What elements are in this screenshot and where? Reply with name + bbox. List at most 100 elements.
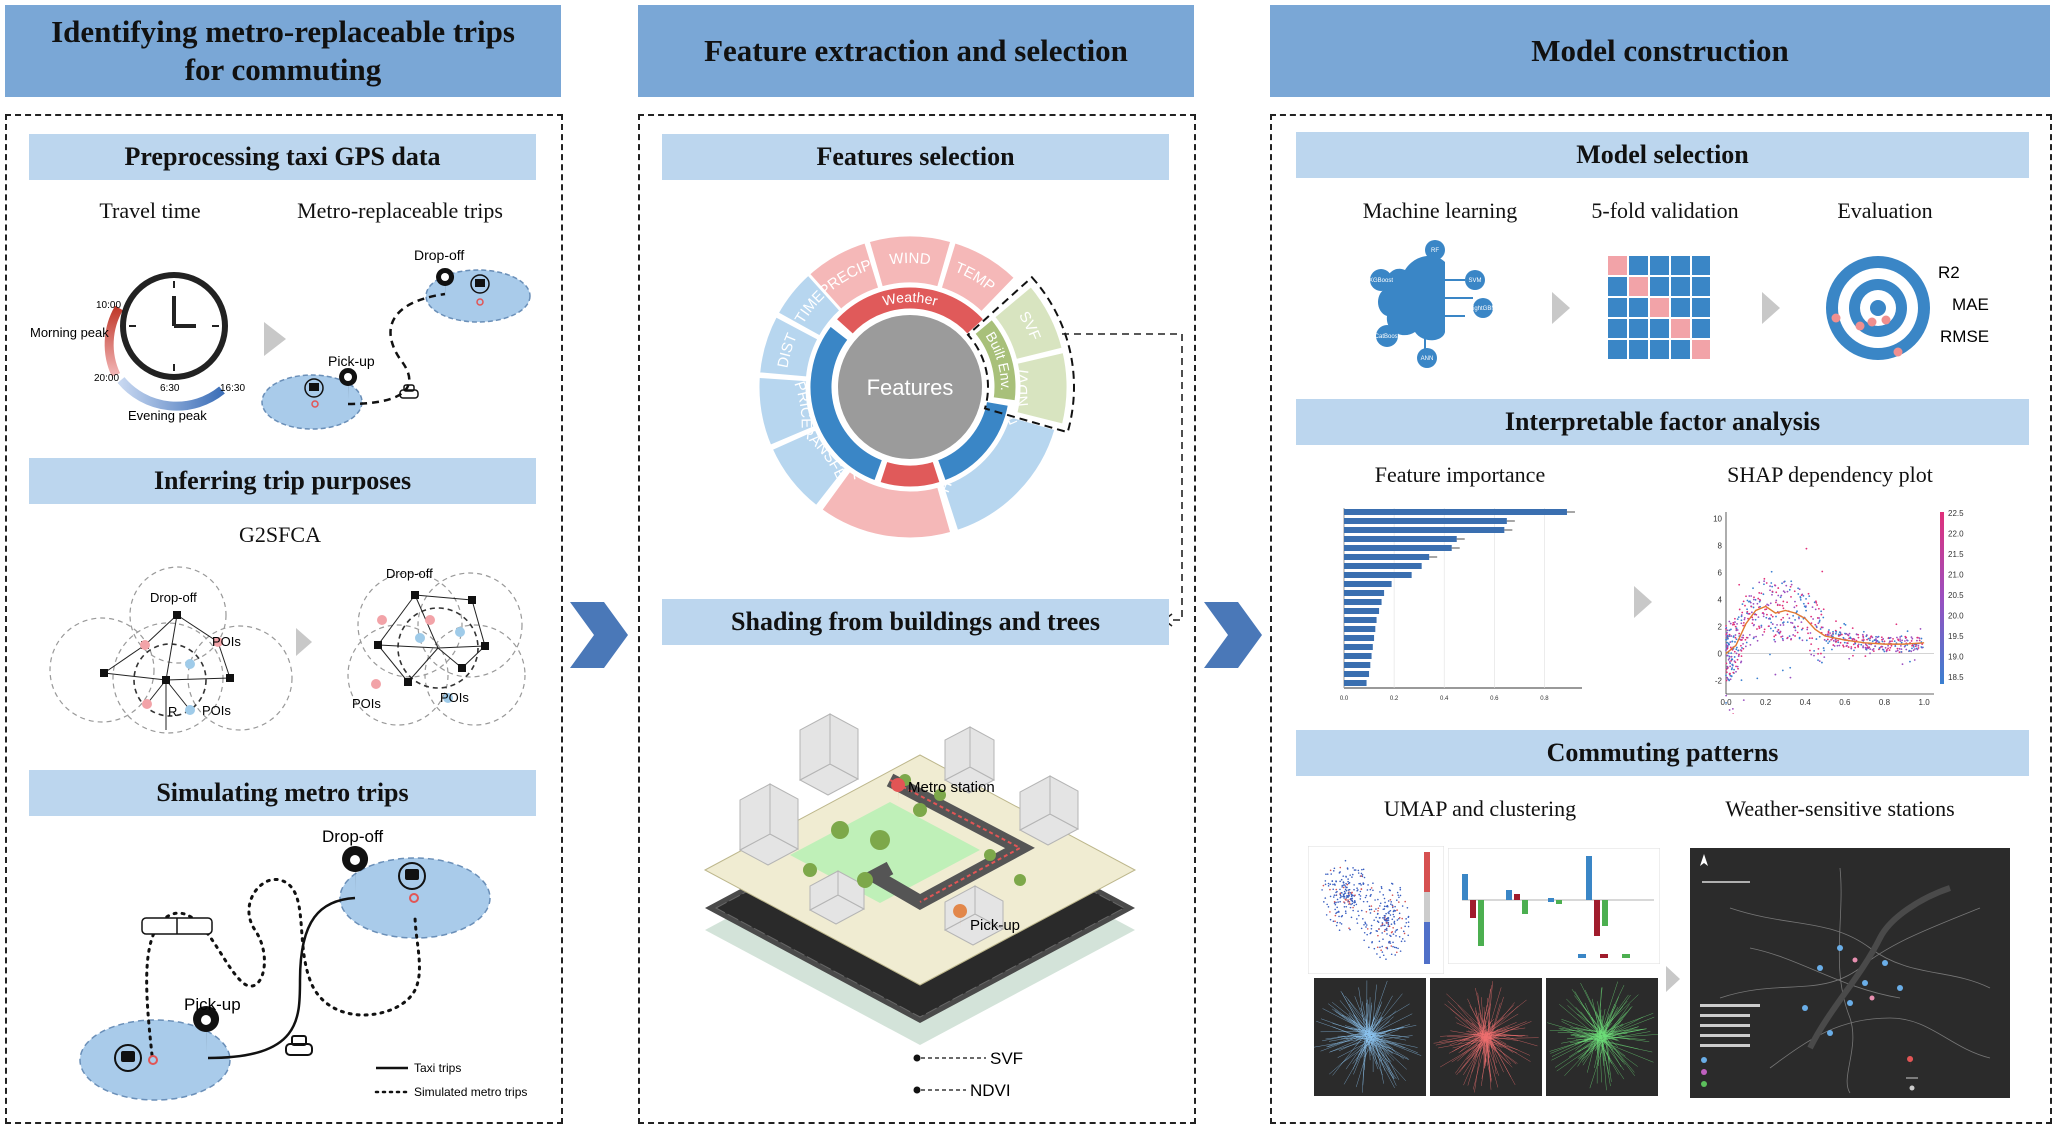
triangle-arrow-icon: [264, 322, 286, 356]
label-svm: SVM: [1468, 278, 1481, 284]
label-lightgbm: LightGBM: [1470, 306, 1497, 312]
shap-x-tick: 0.4: [1800, 698, 1812, 707]
metro-station-pin-icon: [891, 778, 906, 802]
shap-x-tick: 0.8: [1879, 698, 1891, 707]
segment-ndvi: NDVI: [1014, 368, 1032, 407]
fi-bar: [1344, 581, 1392, 587]
fi-bar: [1344, 671, 1370, 677]
fi-tick-label: 0.6: [1490, 696, 1499, 702]
weather-stations-map: [1690, 848, 2010, 1098]
g2sfca-diagram-b: Drop-off POIs POIs: [347, 566, 526, 726]
shap-y-tick: 4: [1718, 596, 1723, 605]
shap-points: [1725, 547, 1924, 714]
fi-bar: [1344, 608, 1380, 614]
label-pick-up: Pick-up: [970, 917, 1020, 934]
colorbar-tick: 22.0: [1948, 530, 1964, 539]
fi-bar: [1344, 635, 1375, 641]
label-pick-up: Pick-up: [184, 995, 241, 1014]
wheel-center-label: Features: [867, 375, 954, 400]
label-pick-up: Pick-up: [328, 353, 375, 369]
label-machine-learning: Machine learning: [1362, 198, 1518, 223]
dropoff-pin-icon: [436, 268, 455, 300]
machine-learning-brain-icon: RF SVM LightGBM ANN CatBoost XGBoost: [1369, 240, 1497, 368]
legend-simulated-metro: Simulated metro trips: [414, 1085, 527, 1099]
cluster-map-red: [1430, 978, 1542, 1096]
label-20-00: 20:00: [94, 373, 119, 384]
label-rf: RF: [1431, 248, 1439, 254]
shap-trend-line: [1725, 605, 1925, 655]
segment-wind: WIND: [889, 250, 932, 269]
triangle-arrow-icon: [296, 628, 312, 656]
shap-colorbar: [1940, 512, 1944, 684]
fi-tick-label: 0.2: [1390, 696, 1399, 702]
column-title: Feature extraction and selection: [704, 33, 1128, 68]
column-title-line2: for commuting: [184, 52, 382, 87]
section-interpretable: Interpretable factor analysis: [1296, 399, 2029, 445]
label-shap-dependency: SHAP dependency plot: [1727, 462, 1933, 487]
label-catboost: CatBoost: [1375, 334, 1400, 340]
fi-bar: [1344, 509, 1567, 515]
colorbar-tick: 20.0: [1948, 612, 1964, 621]
shap-y-tick: -2: [1715, 677, 1723, 686]
metro-simulation-illustration: Drop-off Pick-up Taxi trips Simulated me…: [79, 827, 527, 1101]
shap-y-tick: 2: [1718, 623, 1723, 632]
fi-bar: [1344, 617, 1377, 623]
label-xgboost: XGBoost: [1369, 278, 1393, 284]
fi-bar: [1344, 518, 1507, 524]
metric-mae: MAE: [1952, 295, 1989, 314]
label-ndvi: NDVI: [970, 1081, 1011, 1100]
shap-y-tick: 0: [1718, 650, 1723, 659]
features-wheel: PRECIPWINDTEMPSVFNDVIHOUSE PRICERIDERSHI…: [750, 222, 1075, 541]
cluster-bar-thumbnail: [1448, 848, 1660, 964]
shap-x-tick: 0.2: [1760, 698, 1772, 707]
label-metro-replaceable: Metro-replaceable trips: [297, 198, 503, 223]
label-drop-off: Drop-off: [386, 566, 433, 581]
city-3d-illustration: Metro station Pick-up SVF NDVI: [703, 713, 1137, 1100]
fi-bar: [1344, 545, 1452, 551]
section-model-selection: Model selection: [1296, 132, 2029, 178]
label-g2sfca: G2SFCA: [239, 522, 321, 547]
fi-bar: [1344, 599, 1382, 605]
label-weather-sensitive: Weather-sensitive stations: [1725, 796, 1955, 821]
metric-r2: R2: [1938, 263, 1960, 282]
colorbar-tick: 20.5: [1948, 591, 1964, 600]
column-header-model: Model construction: [1270, 5, 2050, 97]
section-inferring: Inferring trip purposes: [29, 458, 536, 504]
panel-features: [638, 114, 1196, 1124]
pickup-pin-icon: [193, 1006, 220, 1054]
shap-y-tick: 8: [1718, 542, 1723, 551]
colorbar-tick: 19.0: [1948, 653, 1964, 662]
panel-trips: [5, 114, 563, 1124]
label-svf: SVF: [990, 1049, 1023, 1068]
label-feature-importance: Feature importance: [1374, 462, 1546, 487]
fi-tick-label: 0.4: [1440, 696, 1449, 702]
section-simulating: Simulating metro trips: [29, 770, 536, 816]
flow-arrow-1: [570, 602, 628, 668]
label-pois: POIs: [440, 690, 469, 705]
metro-train-icon: [114, 1044, 142, 1072]
clock-illustration: 10:00 Morning peak 20:00 6:30 16:30 Even…: [30, 272, 245, 423]
fi-bar: [1344, 527, 1505, 533]
label-drop-off: Drop-off: [150, 590, 197, 605]
column-header-trips: Identifying metro-replaceable trips for …: [5, 5, 561, 97]
trip-map-illustration: Drop-off Pick-up: [261, 247, 531, 430]
label-ann: ANN: [1421, 356, 1434, 362]
fi-bar: [1344, 572, 1412, 578]
fi-tick-label: 0.8: [1540, 696, 1549, 702]
colorbar-tick: 22.5: [1948, 509, 1964, 518]
metric-rmse: RMSE: [1940, 327, 1989, 346]
label-pois: POIs: [212, 634, 241, 649]
section-shading: Shading from buildings and trees: [662, 599, 1169, 645]
fi-bar: [1344, 554, 1430, 560]
g2sfca-diagram-a: Drop-off POIs POIs R: [49, 566, 293, 734]
label-10-00: 10:00: [96, 300, 121, 311]
label-travel-time: Travel time: [99, 198, 201, 223]
cluster-map-blue: [1314, 978, 1426, 1096]
panel-model: [1270, 114, 2052, 1124]
dropoff-pin-icon: [342, 846, 369, 894]
legend-taxi-trips: Taxi trips: [414, 1061, 461, 1075]
label-morning-peak: Morning peak: [30, 325, 109, 340]
label-6-30: 6:30: [160, 383, 180, 394]
taxi-car-icon: [399, 384, 419, 399]
